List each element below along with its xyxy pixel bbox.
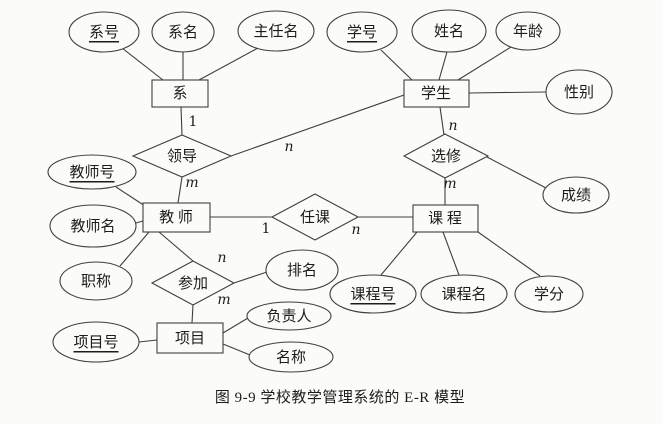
entity-rect-student	[403, 79, 470, 108]
edge-leader-project	[222, 317, 249, 334]
attribute-label-project-name: 名称	[276, 349, 306, 366]
entity-label-teacher: 教 师	[159, 209, 193, 226]
attribute-label-leader: 负责人	[266, 308, 311, 325]
entity-label-course: 课 程	[428, 210, 462, 227]
figure-caption: 图 9-9 学校教学管理系统的 E-R 模型	[215, 389, 465, 406]
attribute-label-gender: 性别	[564, 84, 594, 101]
edge-join-project	[191, 304, 194, 324]
relationship-label-teach: 任课	[300, 209, 330, 226]
cardinality-teach-course: n	[351, 222, 360, 238]
relationship-diamond-join	[150, 260, 236, 306]
relationship-label-elect: 选修	[431, 148, 461, 165]
attribute-ellipse-score	[542, 176, 610, 214]
relationship-diamond-elect	[402, 133, 490, 179]
attribute-ellipse-dept-name	[151, 11, 215, 53]
edge-name-student	[438, 51, 448, 81]
edge-title-teacher	[119, 231, 150, 267]
relationship-diamond-teach	[270, 193, 360, 241]
edge-projectname-project	[222, 343, 251, 356]
edge-dept-lead	[180, 106, 183, 136]
attribute-label-age: 年龄	[513, 23, 543, 40]
attribute-ellipse-leader	[246, 301, 332, 331]
attribute-nodes: 系号 系名 主任名 学号 姓名 年龄 性别 成绩 教师号 教师名 职称 排名 课…	[47, 9, 613, 373]
cardinality-join-project: m	[217, 292, 230, 308]
attribute-label-director-name: 主任名	[253, 23, 298, 40]
attribute-label-course-name: 课程名	[441, 286, 486, 303]
attribute-ellipse-age	[495, 11, 561, 51]
attribute-ellipse-teacher-name	[49, 204, 137, 248]
edge-age-student	[457, 46, 512, 81]
attribute-ellipse-name	[411, 9, 487, 53]
attribute-ellipse-director-name	[237, 10, 315, 52]
relationship-label-join: 参加	[178, 275, 208, 292]
edge-teacherno-teacher	[115, 186, 146, 207]
edge-studentno-student	[380, 49, 413, 81]
edge-lead-teacher	[177, 176, 183, 204]
attribute-label-credit: 学分	[534, 286, 564, 303]
edge-lead-student	[230, 94, 405, 157]
edge-gender-student	[468, 91, 547, 94]
cardinality-teacher-join: n	[217, 250, 226, 266]
attribute-label-student-no: 学号	[347, 24, 377, 41]
attribute-label-teacher-name: 教师名	[70, 218, 115, 235]
cardinality-elect-course: m	[443, 176, 456, 192]
cardinality-dept-lead: 1	[189, 114, 198, 130]
cardinality-lead-student: n	[284, 139, 293, 155]
entity-nodes: 系 学生 教 师 课 程 项目	[142, 79, 479, 354]
attribute-label-project-no: 项目号	[73, 334, 118, 351]
attribute-ellipse-project-no	[52, 321, 140, 363]
entity-label-project: 项目	[175, 330, 205, 347]
attribute-ellipse-gender	[545, 69, 613, 115]
entity-rect-dept	[151, 79, 209, 108]
edge-courseno-course	[380, 231, 418, 276]
entity-rect-course	[412, 204, 479, 233]
attribute-ellipse-title	[59, 261, 133, 301]
entity-label-student: 学生	[421, 85, 451, 102]
edge-deptno-dept	[121, 47, 164, 81]
entity-rect-project	[156, 322, 224, 354]
attribute-ellipse-rank	[265, 249, 339, 291]
edge-credit-course	[477, 231, 541, 277]
cardinality-student-elect: n	[448, 118, 457, 134]
attribute-label-title: 职称	[81, 273, 111, 290]
edge-coursename-course	[442, 231, 460, 276]
relationship-label-lead: 领导	[167, 148, 197, 165]
entity-rect-teacher	[142, 202, 211, 233]
attribute-label-dept-name: 系名	[168, 24, 198, 41]
attribute-ellipse-project-name	[248, 341, 334, 373]
attribute-label-course-no: 课程号	[350, 286, 395, 303]
entity-label-dept: 系	[172, 85, 187, 102]
edge-teachername-teacher	[135, 220, 144, 224]
edge-student-elect	[439, 106, 445, 136]
attribute-label-dept-no: 系号	[89, 24, 119, 41]
attribute-ellipse-teacher-no	[47, 154, 137, 190]
cardinality-teacher-teach: 1	[262, 221, 271, 237]
relationship-nodes: 领导 选修 任课 参加	[131, 133, 490, 306]
edge-teacher-join	[158, 231, 194, 262]
attribute-ellipse-course-name	[420, 274, 508, 314]
attribute-label-name: 姓名	[434, 23, 464, 40]
attribute-label-score: 成绩	[561, 187, 591, 204]
attribute-ellipse-course-no	[329, 274, 417, 314]
edge-elect-score	[486, 156, 547, 189]
attribute-label-teacher-no: 教师号	[69, 164, 114, 181]
attribute-ellipse-dept-no	[68, 11, 140, 53]
edges	[115, 46, 547, 356]
attribute-ellipse-student-no	[326, 11, 398, 53]
attribute-ellipse-credit	[514, 275, 584, 313]
edge-join-rank	[233, 271, 268, 284]
edge-director-dept	[198, 47, 259, 81]
edge-projectno-project	[138, 339, 158, 343]
attribute-label-rank: 排名	[287, 262, 317, 279]
relationship-diamond-lead	[131, 134, 233, 178]
cardinality-labels: 1 m n n m 1 n n m	[185, 114, 457, 308]
cardinality-lead-teacher: m	[185, 175, 198, 191]
